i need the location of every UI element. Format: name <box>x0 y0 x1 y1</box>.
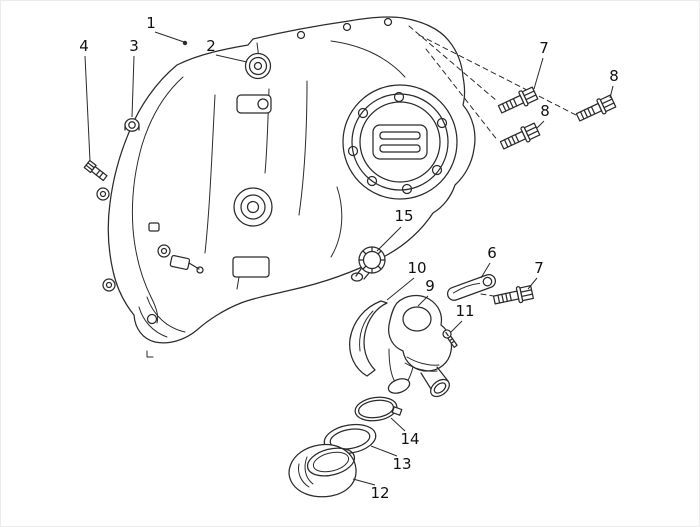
callout-label-3: 3 <box>129 37 139 55</box>
callout-14: 14 <box>390 417 420 448</box>
callout-label-10: 10 <box>407 259 426 277</box>
part-bracket <box>446 273 497 301</box>
callout-label-1: 1 <box>146 14 156 32</box>
callout-15: 15 <box>376 207 414 252</box>
part-crankcase-cover <box>96 16 476 358</box>
callout-2: 2 <box>206 37 248 63</box>
part-intake-cap <box>288 443 357 498</box>
callout-label-4: 4 <box>79 37 89 55</box>
part-clamp-screw <box>442 329 458 348</box>
callout-label-14: 14 <box>400 430 419 448</box>
callout-layer: 1 4 3 2 7 8 8 15 <box>79 14 619 502</box>
callout-6: 6 <box>480 244 497 279</box>
part-breather-plug <box>350 246 386 282</box>
callout-10: 10 <box>386 259 427 301</box>
part-hose-clamp <box>354 396 403 422</box>
callout-1-dot <box>182 40 188 46</box>
callout-label-13: 13 <box>392 455 411 473</box>
callout-7-upper: 7 <box>533 39 549 90</box>
part-intake-body <box>387 294 453 398</box>
callout-label-2: 2 <box>206 37 216 55</box>
part-bolt-8-mid <box>498 121 542 154</box>
callout-label-8-right: 8 <box>609 67 619 85</box>
callout-13: 13 <box>370 445 412 473</box>
callout-9: 9 <box>417 277 435 307</box>
callout-label-7-upper: 7 <box>539 39 549 57</box>
callout-12: 12 <box>352 478 390 502</box>
callout-label-15: 15 <box>394 207 413 225</box>
callout-8-right: 8 <box>609 67 619 99</box>
callout-label-12: 12 <box>370 484 389 502</box>
callout-4: 4 <box>79 37 91 162</box>
part-seal-bearing <box>244 52 272 80</box>
callout-8-mid: 8 <box>536 102 550 129</box>
callout-1: 1 <box>146 14 188 46</box>
part-bolt-8-right <box>574 93 618 126</box>
callout-label-7-lower: 7 <box>534 259 544 277</box>
callout-11: 11 <box>450 302 475 333</box>
callout-7-lower: 7 <box>527 259 544 290</box>
callout-label-9: 9 <box>425 277 435 295</box>
part-intake-cover <box>349 300 388 377</box>
callout-label-8-mid: 8 <box>540 102 550 120</box>
callout-label-11: 11 <box>455 302 474 320</box>
part-bolt-4 <box>83 159 109 183</box>
part-bolt-7-lower <box>492 283 535 309</box>
callout-label-6: 6 <box>487 244 497 262</box>
callout-3: 3 <box>129 37 139 118</box>
part-bolt-7-upper <box>496 85 540 118</box>
part-bushing <box>124 118 140 132</box>
